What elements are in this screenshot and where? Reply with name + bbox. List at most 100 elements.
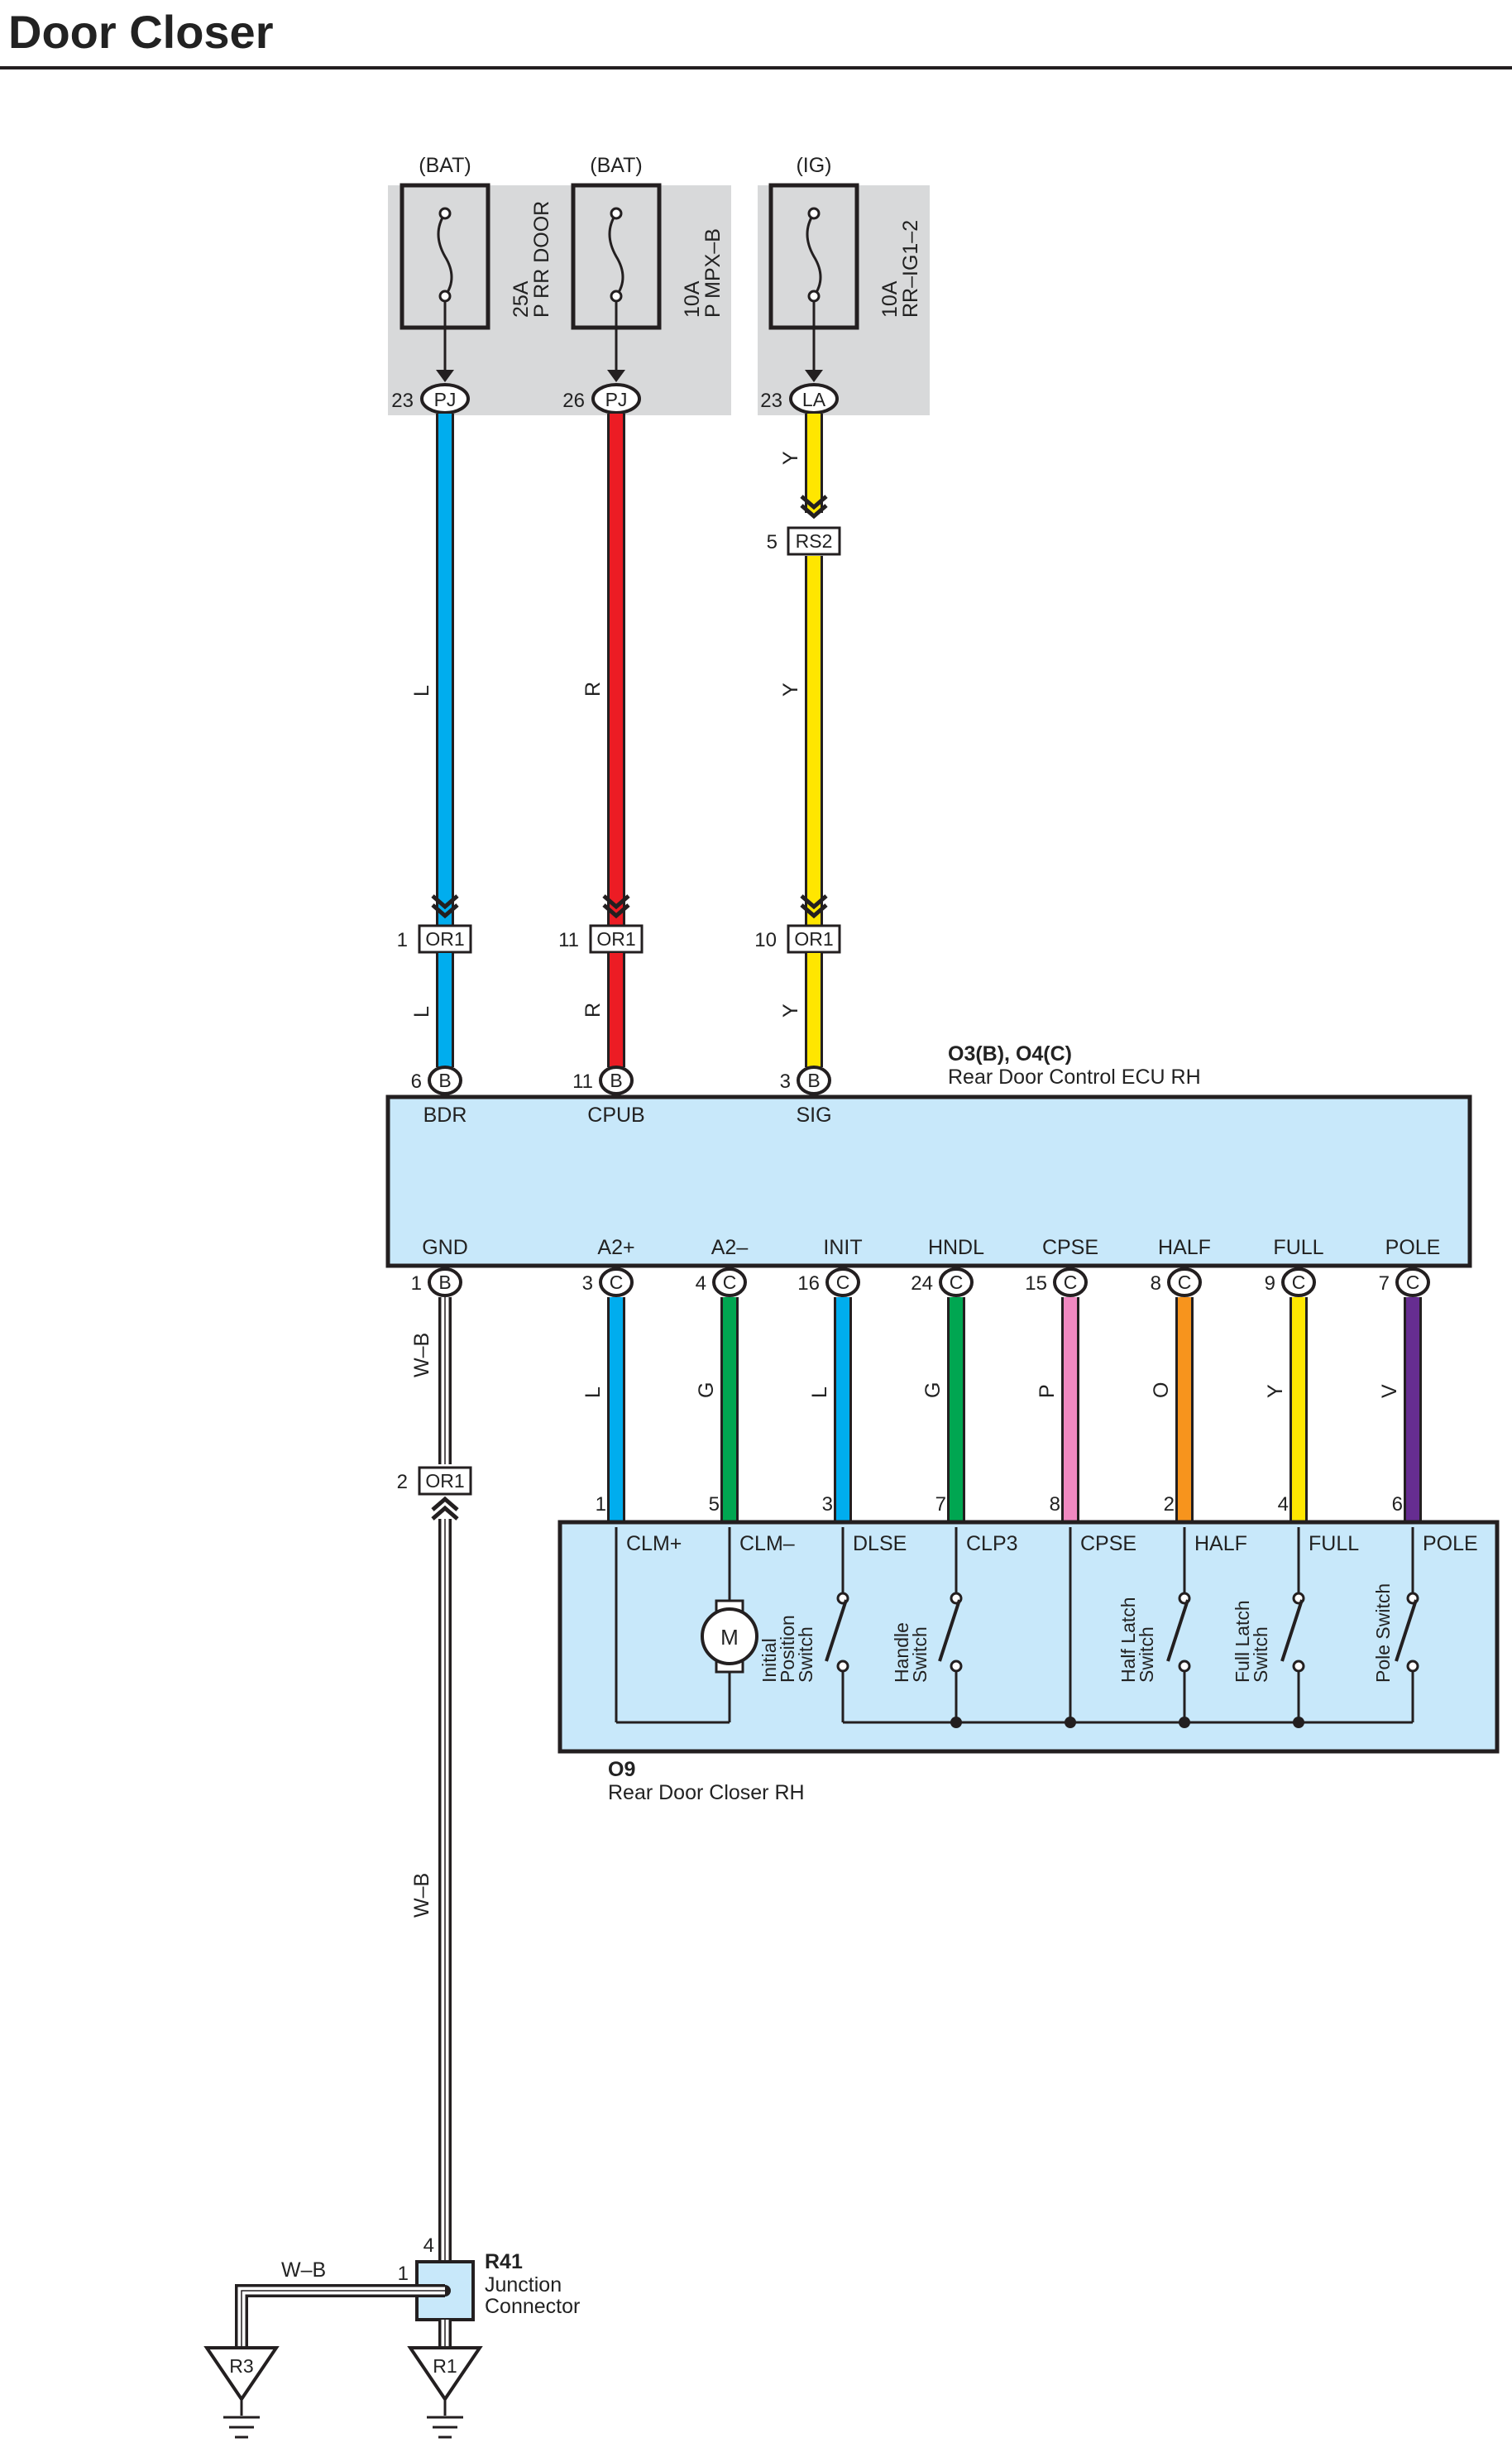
ecu-top-pin-label-0: BDR xyxy=(423,1104,467,1127)
ecu-bottom-pin-num-0: 1 xyxy=(411,1272,422,1295)
fuse-terminal-bottom-1 xyxy=(610,290,623,303)
chevron-or1-2-a xyxy=(800,894,828,910)
closer-pin-label-7: POLE xyxy=(1423,1532,1478,1555)
closer-pin-num-5: 2 xyxy=(1164,1493,1175,1516)
switch-blade-4 xyxy=(1395,1599,1418,1662)
closer-pin-num-0: 1 xyxy=(596,1493,606,1516)
closer-pin-label-4: CPSE xyxy=(1080,1532,1136,1555)
r41-pin-left: 1 xyxy=(398,2263,409,2285)
fuse-box-bat xyxy=(388,185,731,415)
ecu-bottom-pin-7 xyxy=(1281,1267,1316,1297)
closer-pin-num-3: 7 xyxy=(935,1493,946,1516)
ground-1 xyxy=(407,2346,483,2402)
switch-label-0-0: Initial xyxy=(758,1638,780,1683)
wire-code-r-upper: R xyxy=(581,682,605,697)
fuse-pin-2: 23 xyxy=(760,390,782,412)
bus-junction-handle xyxy=(950,1717,962,1728)
conn-or1-gnd xyxy=(418,1466,472,1496)
switch-label-1-1: Switch xyxy=(909,1626,931,1683)
switch-label-4-0: Pole Switch xyxy=(1372,1583,1394,1683)
fuse-conn-label-1: PJ xyxy=(605,389,628,410)
fuse-pin-0: 23 xyxy=(391,390,414,412)
switch-contact-bottom-3 xyxy=(1292,1660,1305,1673)
ecu-bottom-pin-num-3: 16 xyxy=(797,1272,820,1295)
wire-code-y-la: Y xyxy=(779,451,802,465)
wire-code-bottom-2: G xyxy=(695,1382,718,1398)
ecu-top-pin-label-2: SIG xyxy=(796,1104,831,1127)
wire-code-bottom-7: Y xyxy=(1264,1384,1287,1398)
chevron-or1-1-b xyxy=(602,903,630,919)
ecu-bottom-pin-label-2: A2– xyxy=(711,1236,749,1259)
ecu-bottom-pin-label-0: GND xyxy=(422,1236,468,1259)
fuse-conn-2 xyxy=(789,383,839,414)
closer-pin-num-7: 6 xyxy=(1392,1493,1403,1516)
wire-code-bottom-4: G xyxy=(921,1382,945,1398)
chevron-or1-0-b xyxy=(431,903,459,919)
closer-pin-label-6: FULL xyxy=(1309,1532,1359,1555)
ecu-top-pin-1 xyxy=(599,1066,634,1095)
r41-id: R41 xyxy=(485,2250,523,2273)
switch-label-2-1: Switch xyxy=(1136,1626,1157,1683)
wire-code-y-upper: Y xyxy=(779,682,802,697)
ecu-top-pin-num-0: 6 xyxy=(411,1070,422,1093)
chevron-or1-gnd-b xyxy=(431,1496,459,1511)
conn-or1-top-1-label: OR1 xyxy=(596,928,635,950)
fuse-source-0: (BAT) xyxy=(419,154,471,177)
page-title: Door Closer xyxy=(8,6,274,58)
wire-code-wb-upper: W–B xyxy=(410,1333,433,1377)
conn-or1-top-2-label: OR1 xyxy=(794,928,833,950)
wire-code-bottom-6: O xyxy=(1150,1382,1173,1398)
ecu-bottom-pin-label-6: HALF xyxy=(1158,1236,1211,1259)
ecu-bottom-pin-8-letter: C xyxy=(1406,1272,1420,1293)
ecu-bottom-pin-num-5: 15 xyxy=(1025,1272,1047,1295)
switch-blade-0 xyxy=(825,1599,848,1662)
fuse-arrow-2 xyxy=(805,370,823,382)
fuse-arrow-1 xyxy=(607,370,625,382)
fuse-element-0 xyxy=(437,213,453,297)
wire-code-bottom-1: L xyxy=(581,1387,605,1398)
ecu-top-pin-0 xyxy=(428,1066,462,1095)
fuse-terminal-top-1 xyxy=(610,207,623,220)
ecu-bottom-pin-label-4: HNDL xyxy=(928,1236,984,1259)
conn-or1-top-0 xyxy=(418,924,472,954)
fuse-conn-0 xyxy=(420,383,470,414)
closer-pin-num-1: 5 xyxy=(709,1493,720,1516)
conn-or1-gnd-label: OR1 xyxy=(425,1470,464,1492)
ecu-bottom-pin-3 xyxy=(825,1267,860,1297)
conn-or1-top-pin-2: 10 xyxy=(754,929,777,951)
switch-contact-bottom-4 xyxy=(1406,1660,1419,1673)
ecu-top-pin-2-letter: B xyxy=(807,1070,820,1091)
closer-pin-num-4: 8 xyxy=(1050,1493,1060,1516)
r41-name-2: Connector xyxy=(485,2295,580,2318)
switch-label-3-0: Full Latch xyxy=(1232,1600,1253,1683)
switch-contact-bottom-1 xyxy=(950,1660,963,1673)
fuse-conn-1 xyxy=(591,383,641,414)
motor-icon xyxy=(701,1607,758,1665)
switch-label-0-2: Switch xyxy=(795,1626,816,1683)
closer-id: O9 xyxy=(608,1758,635,1781)
ecu-id: O3(B), O4(C) xyxy=(948,1042,1072,1066)
chevron-or1-1-a xyxy=(602,894,630,910)
conn-or1-top-pin-0: 1 xyxy=(397,929,408,951)
wire-code-bottom-3: L xyxy=(808,1387,831,1398)
ground-0 xyxy=(203,2346,280,2402)
ecu-bottom-pin-label-5: CPSE xyxy=(1042,1236,1098,1259)
ecu-bottom-pin-label-8: POLE xyxy=(1385,1236,1441,1259)
switch-blade-2 xyxy=(1166,1599,1189,1662)
fuse-conn-label-0: PJ xyxy=(434,389,457,410)
conn-or1-top-1 xyxy=(589,924,644,954)
ecu-bottom-pin-6 xyxy=(1167,1267,1202,1297)
ecu-name: Rear Door Control ECU RH xyxy=(948,1066,1201,1089)
ecu-bottom-pin-7-letter: C xyxy=(1292,1272,1306,1293)
ecu-bottom-pin-2 xyxy=(712,1267,747,1297)
switch-contact-bottom-2 xyxy=(1178,1660,1191,1673)
wire-code-wb-r3: W–B xyxy=(281,2258,326,2282)
switch-label-2-0: Half Latch xyxy=(1117,1597,1139,1683)
fuse-terminal-top-2 xyxy=(807,207,821,220)
fuse-arrow-0 xyxy=(436,370,454,382)
fuse-name-0: P RR DOOR xyxy=(530,201,553,318)
closer-pin-label-1: CLM– xyxy=(739,1532,795,1555)
ecu-bottom-pin-label-1: A2+ xyxy=(597,1236,634,1259)
ecu-box xyxy=(385,1094,1472,1268)
